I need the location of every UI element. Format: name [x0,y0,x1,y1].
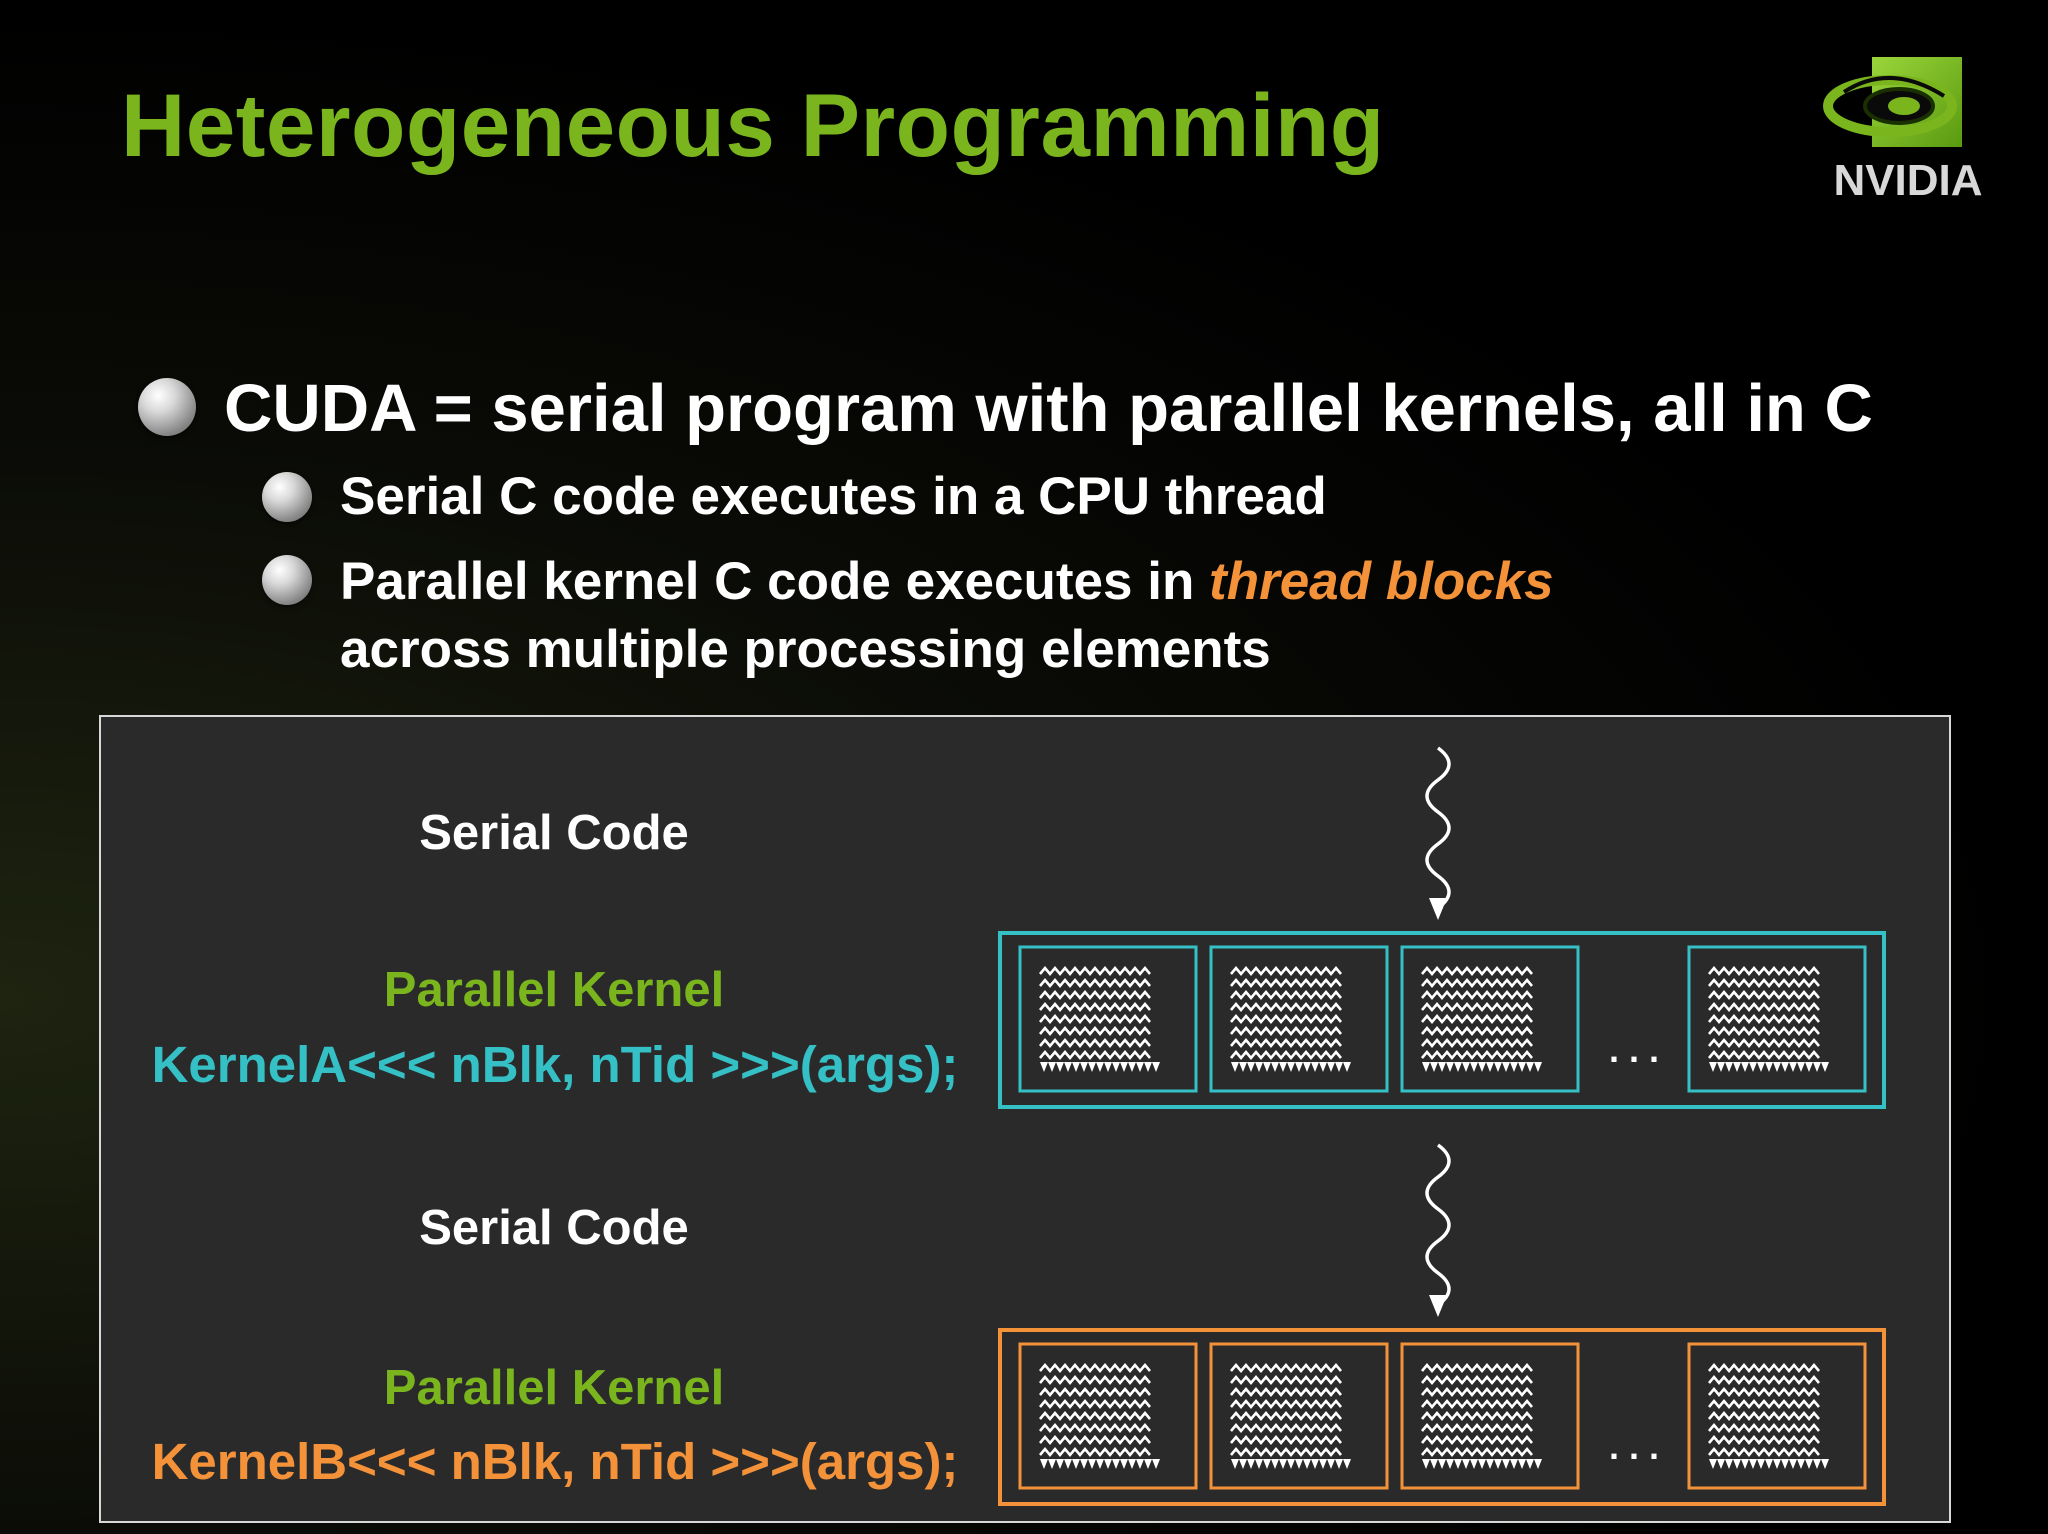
thread-block-icon [1209,1342,1389,1490]
kernel-b-call: KernelB<<< nBlk, nTid >>>(args); [151,1433,959,1490]
execution-diagram-panel [99,715,1951,1523]
logo-text: NVIDIA [1833,156,1982,205]
thread-blocks-highlight: thread blocks [1209,552,1554,611]
bullet-3-text: Parallel kernel C code executes in threa… [340,548,1554,684]
bullet-3-text-start: Parallel kernel C code executes in [340,552,1210,611]
bullet-1-text: CUDA = serial program with parallel kern… [224,371,1873,446]
serial-code-label-2: Serial Code [419,1201,689,1255]
kernel-a-label: Parallel Kernel [383,963,725,1017]
thread-block-icon [1018,1342,1198,1490]
serial-code-label-1: Serial Code [419,806,689,860]
slide-title: Heterogeneous Programming [121,75,1385,175]
kernel-a-call: KernelA<<< nBlk, nTid >>>(args); [151,1036,959,1093]
ellipsis-a: . . . [1609,1029,1659,1070]
thread-block-icon [1687,945,1867,1093]
bullet-sphere-icon [138,378,196,436]
bullet-sphere-icon [262,472,312,522]
nvidia-eye-logo-icon: NVIDIA [1823,57,1983,205]
bullet-sphere-icon [262,555,312,605]
ellipsis-b: . . . [1609,1426,1659,1467]
bullet-3-text-line2: across multiple processing elements [340,620,1271,679]
nvidia-logo: NVIDIA [1804,52,2014,212]
kernel-b-label: Parallel Kernel [383,1361,725,1415]
thread-block-icon [1018,945,1198,1093]
thread-block-icon [1209,945,1389,1093]
thread-block-icon [1687,1342,1867,1490]
thread-block-icon [1400,945,1580,1093]
bullet-2-text: Serial C code executes in a CPU thread [340,467,1327,526]
kernel-a-grid: . . . [998,931,1886,1109]
kernel-b-grid: . . . [998,1328,1886,1506]
thread-block-icon [1400,1342,1580,1490]
squiggly-thread-arrow-icon [1425,1143,1451,1319]
squiggly-thread-arrow-icon [1425,746,1451,922]
